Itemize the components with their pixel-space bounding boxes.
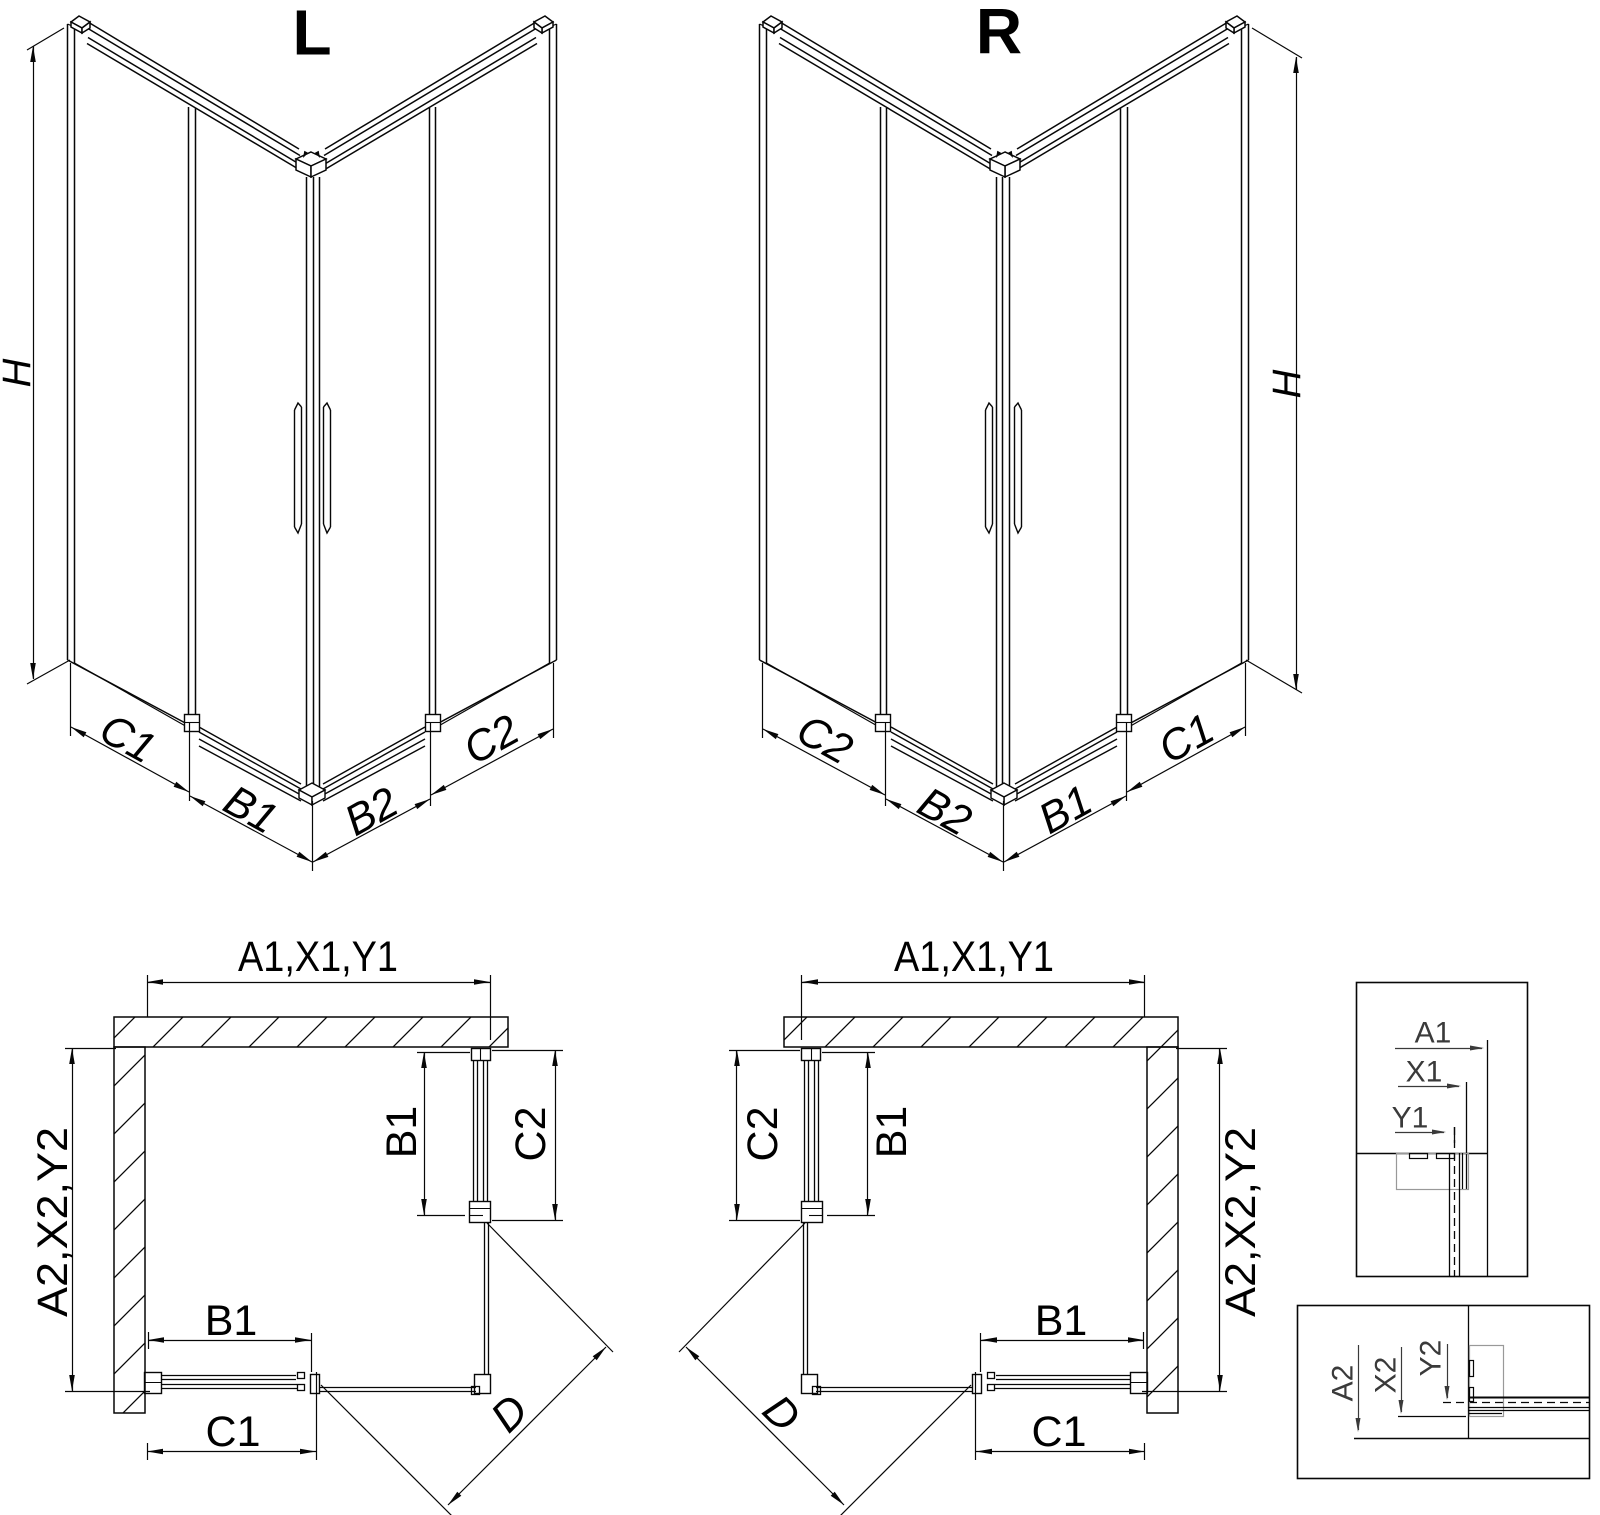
svg-text:B1: B1 <box>1035 1297 1088 1345</box>
svg-text:Y2: Y2 <box>1415 1340 1448 1377</box>
svg-text:C1: C1 <box>206 1408 261 1456</box>
svg-text:Y1: Y1 <box>1392 1102 1429 1135</box>
svg-text:L: L <box>292 0 331 68</box>
svg-text:B1: B1 <box>868 1106 916 1159</box>
svg-text:A1,X1,Y1: A1,X1,Y1 <box>238 933 398 981</box>
svg-text:X2: X2 <box>1370 1357 1403 1394</box>
svg-text:A2,X2,Y2: A2,X2,Y2 <box>1217 1127 1265 1317</box>
svg-text:X1: X1 <box>1406 1056 1443 1089</box>
svg-text:B1: B1 <box>378 1106 426 1159</box>
svg-text:H: H <box>0 358 39 387</box>
svg-text:A1: A1 <box>1415 1017 1452 1050</box>
svg-text:B1: B1 <box>205 1297 258 1345</box>
svg-text:A2,X2,Y2: A2,X2,Y2 <box>29 1127 77 1317</box>
svg-text:C1: C1 <box>1032 1408 1087 1456</box>
svg-text:A1,X1,Y1: A1,X1,Y1 <box>894 933 1054 981</box>
svg-text:H: H <box>1265 369 1309 398</box>
svg-text:A2: A2 <box>1327 1365 1360 1402</box>
svg-text:R: R <box>976 0 1022 67</box>
svg-text:C2: C2 <box>739 1107 787 1162</box>
svg-text:C2: C2 <box>507 1107 555 1162</box>
